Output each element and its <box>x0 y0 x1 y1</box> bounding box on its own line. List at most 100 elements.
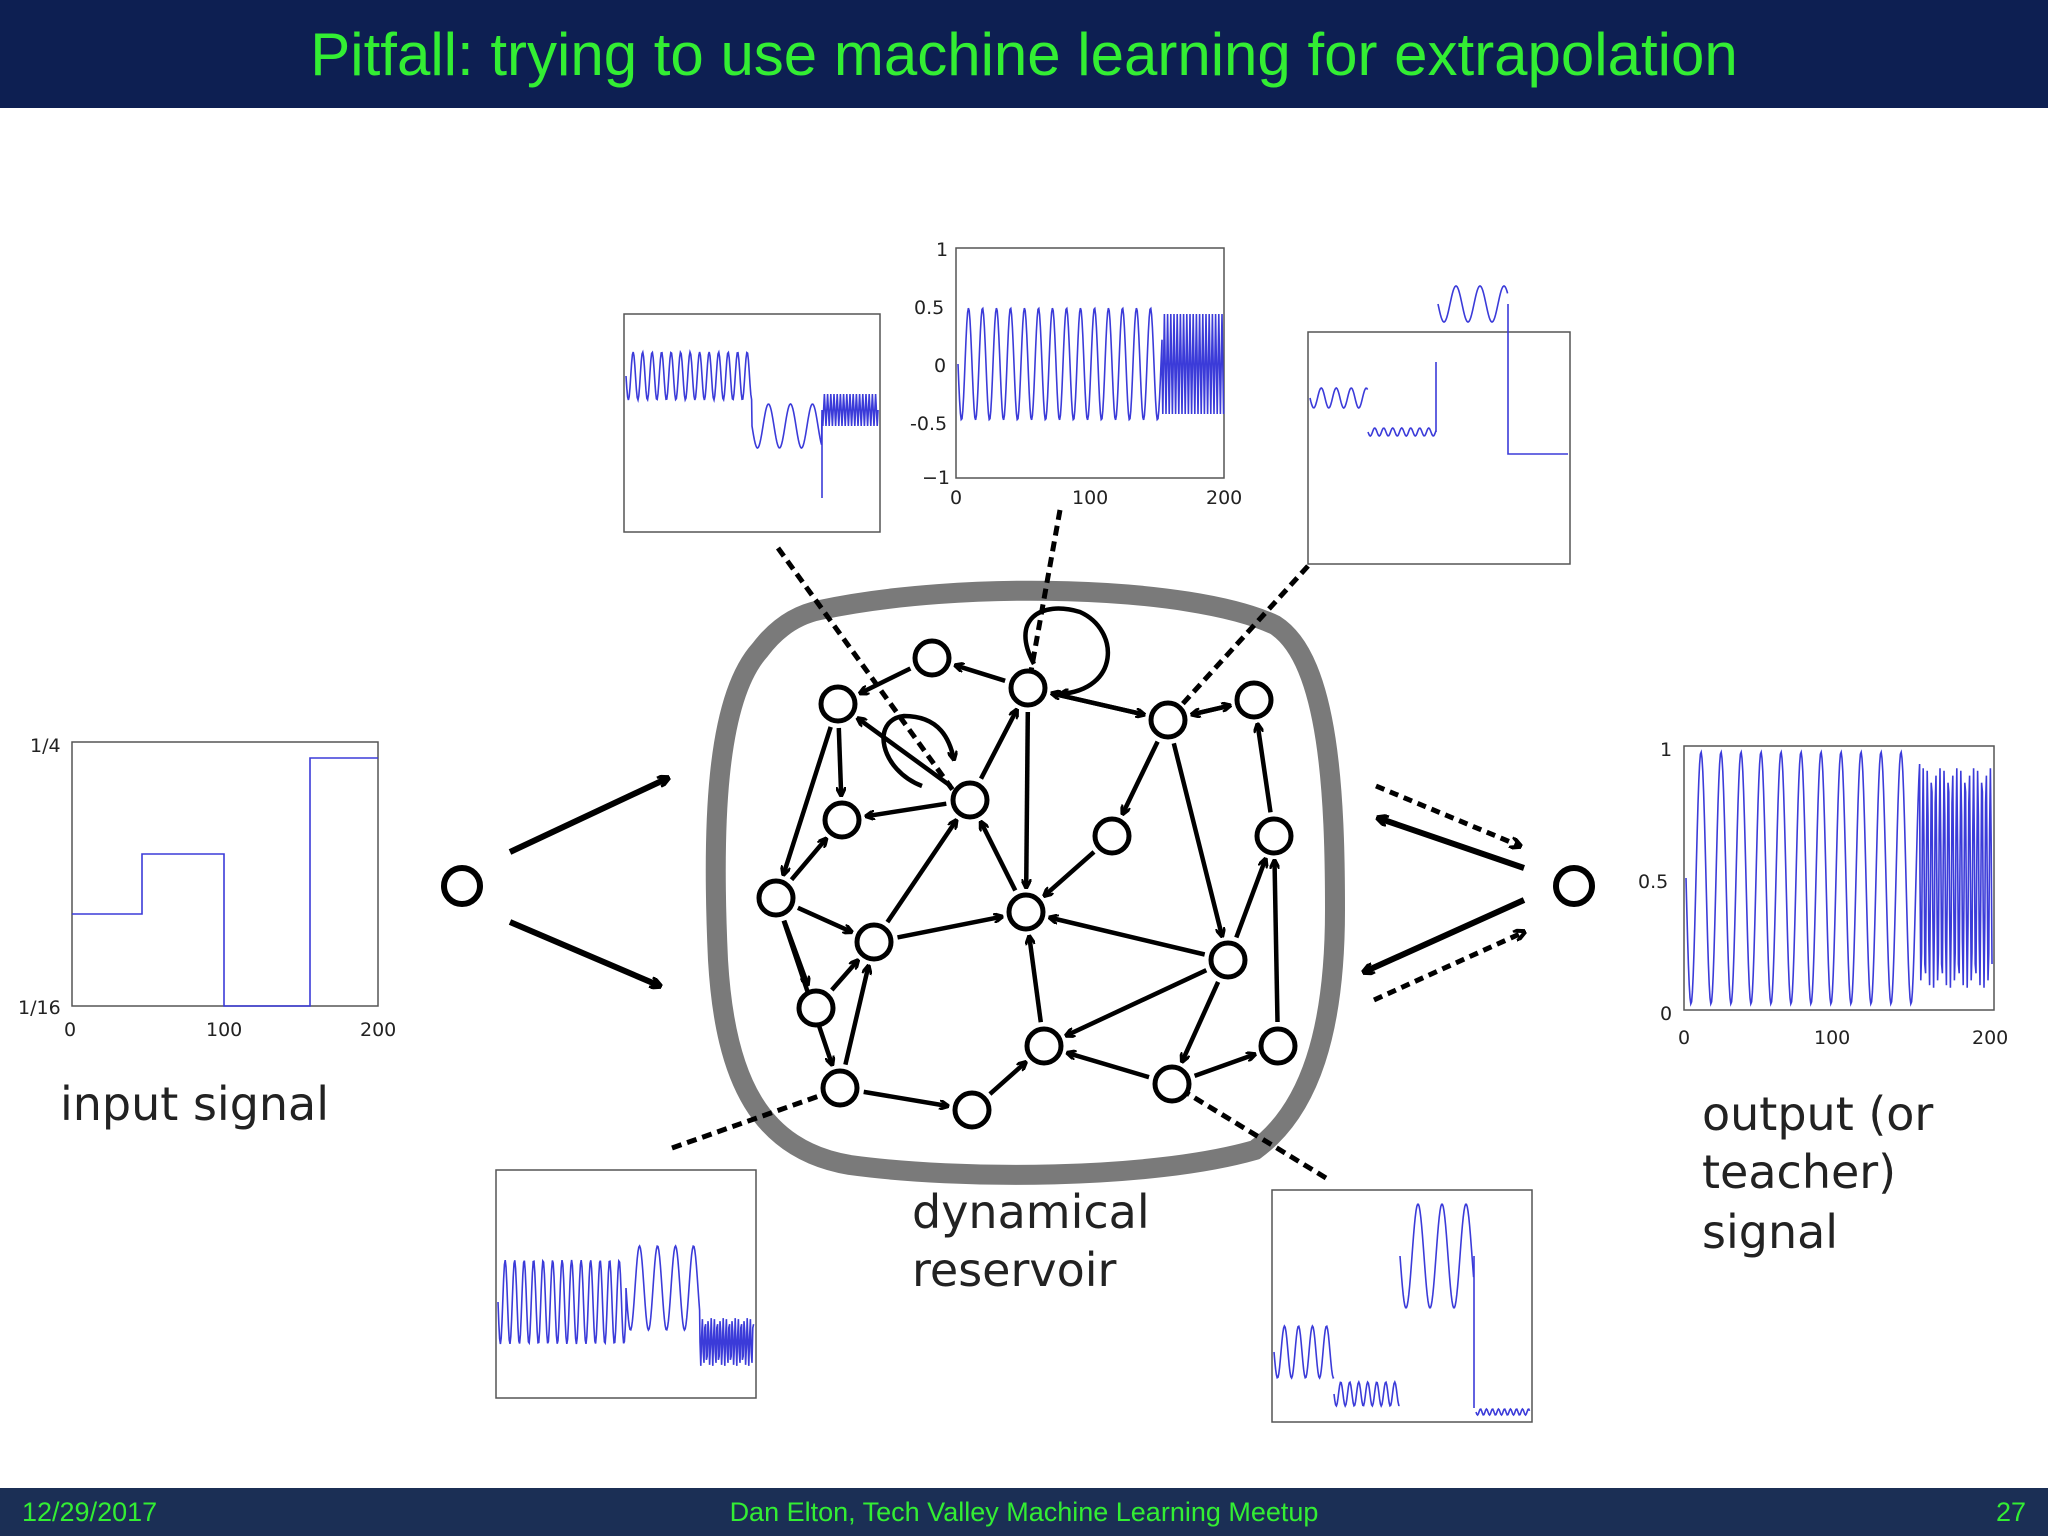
output-x-tick: 0 <box>1678 1027 1690 1049</box>
reservoir-edge <box>1026 711 1028 888</box>
reservoir-node <box>822 800 862 840</box>
reservoir-edge <box>955 665 1006 683</box>
input-plot-ticks: 1/4 1/16 0 100 200 <box>18 735 396 1041</box>
top-plot-ticks: 1 0.5 0 -0.5 −1 0 100 200 <box>910 239 1242 509</box>
reservoir-node <box>1234 680 1274 720</box>
output-y-tick: 1 <box>1660 739 1672 761</box>
reservoir-edge <box>1066 968 1208 1036</box>
bottom-right-trace-b <box>1333 1380 1400 1408</box>
reservoir-edge <box>866 801 947 817</box>
reservoir-node <box>1152 1064 1192 1104</box>
reservoir-edge <box>988 1062 1026 1096</box>
top-center-trace <box>957 306 1225 422</box>
input-x-tick: 100 <box>206 1019 242 1041</box>
reservoir-node <box>1254 816 1294 856</box>
top-y-tick: -0.5 <box>910 413 947 435</box>
input-node <box>441 865 483 907</box>
reservoir-node <box>820 1068 860 1108</box>
input-arrows <box>508 778 668 986</box>
reservoir-boundary <box>705 580 1346 1185</box>
top-y-tick: 0.5 <box>914 297 944 319</box>
teacher-feedback-arrows <box>1372 783 1524 1003</box>
reservoir-label-line1: dynamical <box>912 1185 1150 1239</box>
reservoir-edge <box>857 718 952 788</box>
reservoir-edge <box>1029 936 1044 1023</box>
reservoir-edge <box>1122 740 1160 815</box>
reservoir-edge <box>1044 850 1096 896</box>
reservoir-edge <box>1258 724 1273 813</box>
reservoir-edge <box>789 838 827 882</box>
output-arrows <box>1364 818 1526 972</box>
top-left-trace <box>625 348 879 449</box>
reservoir-node <box>950 780 990 820</box>
top-right-trace-a <box>1309 387 1369 409</box>
reservoir-edge <box>1193 1054 1256 1079</box>
input-signal-trace <box>72 757 378 1007</box>
reservoir-node <box>818 684 858 724</box>
slide-header: Pitfall: trying to use machine learning … <box>0 0 2048 108</box>
reservoir-node <box>952 1090 992 1130</box>
output-y-tick: 0 <box>1660 1003 1672 1025</box>
input-signal-label: input signal <box>60 1077 329 1131</box>
reservoir-edge <box>1067 1053 1150 1080</box>
reservoir-edge <box>978 822 1018 892</box>
footer-date: 12/29/2017 <box>22 1497 158 1527</box>
reservoir-edge <box>830 960 858 992</box>
top-x-tick: 200 <box>1206 487 1242 509</box>
reservoir-edge <box>1275 860 1280 1023</box>
reservoir-edge <box>839 727 841 796</box>
reservoir-node <box>1208 940 1248 980</box>
reservoir-node <box>1008 668 1048 708</box>
reservoir-node <box>796 988 836 1028</box>
slide-footer: 12/29/2017 Dan Elton, Tech Valley Machin… <box>0 1488 2048 1536</box>
reservoir-label-line2: reservoir <box>912 1243 1117 1297</box>
reservoir-edge <box>1182 980 1221 1062</box>
output-label-line3: signal <box>1702 1205 1838 1259</box>
bottom-right-trace-a <box>1273 1324 1335 1380</box>
output-label-line1: output (or <box>1702 1087 1933 1141</box>
top-right-plot-frame <box>1307 331 1571 565</box>
footer-presenter: Dan Elton, Tech Valley Machine Learning … <box>729 1497 1319 1527</box>
output-x-tick: 100 <box>1814 1027 1850 1049</box>
top-right-trace-b <box>1367 427 1437 437</box>
output-x-tick: 200 <box>1972 1027 2008 1049</box>
output-plot-ticks: 1 0.5 0 0 100 200 <box>1638 739 2008 1049</box>
reservoir-node <box>1006 892 1046 932</box>
input-x-tick: 0 <box>64 1019 76 1041</box>
top-y-tick: −1 <box>922 467 950 489</box>
reservoir-node <box>854 922 894 962</box>
output-node <box>1553 865 1595 907</box>
top-x-tick: 0 <box>950 487 962 509</box>
input-x-tick: 200 <box>360 1019 396 1041</box>
output-signal-trace <box>1685 749 1993 1007</box>
reservoir-edge <box>796 905 852 932</box>
top-y-tick: 1 <box>936 239 948 261</box>
top-y-tick: 0 <box>934 355 946 377</box>
reservoir-edge <box>897 917 1003 940</box>
bottom-right-trace-c <box>1399 1203 1475 1309</box>
reservoir-edge <box>885 820 956 924</box>
reservoir-edge <box>1234 859 1265 939</box>
reservoir-node <box>912 638 952 678</box>
esn-reservoir-diagram: 1/4 1/16 0 100 200 1 0.5 0 -0.5 −1 0 100… <box>18 239 2008 1423</box>
reservoir-edge <box>1050 691 1144 714</box>
top-x-tick: 100 <box>1072 487 1108 509</box>
reservoir-edge <box>843 965 868 1066</box>
output-y-tick: 0.5 <box>1638 871 1668 893</box>
top-right-trace-d <box>1507 304 1568 455</box>
reservoir-edge <box>1049 918 1206 957</box>
input-y-tick: 1/16 <box>18 997 61 1019</box>
slide-title: Pitfall: trying to use machine learning … <box>310 20 1738 88</box>
reservoir-node <box>1092 816 1132 856</box>
reservoir-node <box>1024 1026 1064 1066</box>
reservoir-edge <box>979 709 1017 780</box>
reservoir-node <box>1258 1026 1298 1066</box>
output-label-line2: teacher) <box>1702 1145 1896 1199</box>
input-plot-frame <box>71 741 379 1007</box>
page-number: 27 <box>1995 1497 2026 1527</box>
reservoir-node <box>1148 700 1188 740</box>
bottom-right-trace-d <box>1475 1407 1531 1417</box>
reservoir-edge <box>783 726 833 875</box>
reservoir-edge <box>863 1089 949 1106</box>
reservoir-edge <box>860 666 912 696</box>
